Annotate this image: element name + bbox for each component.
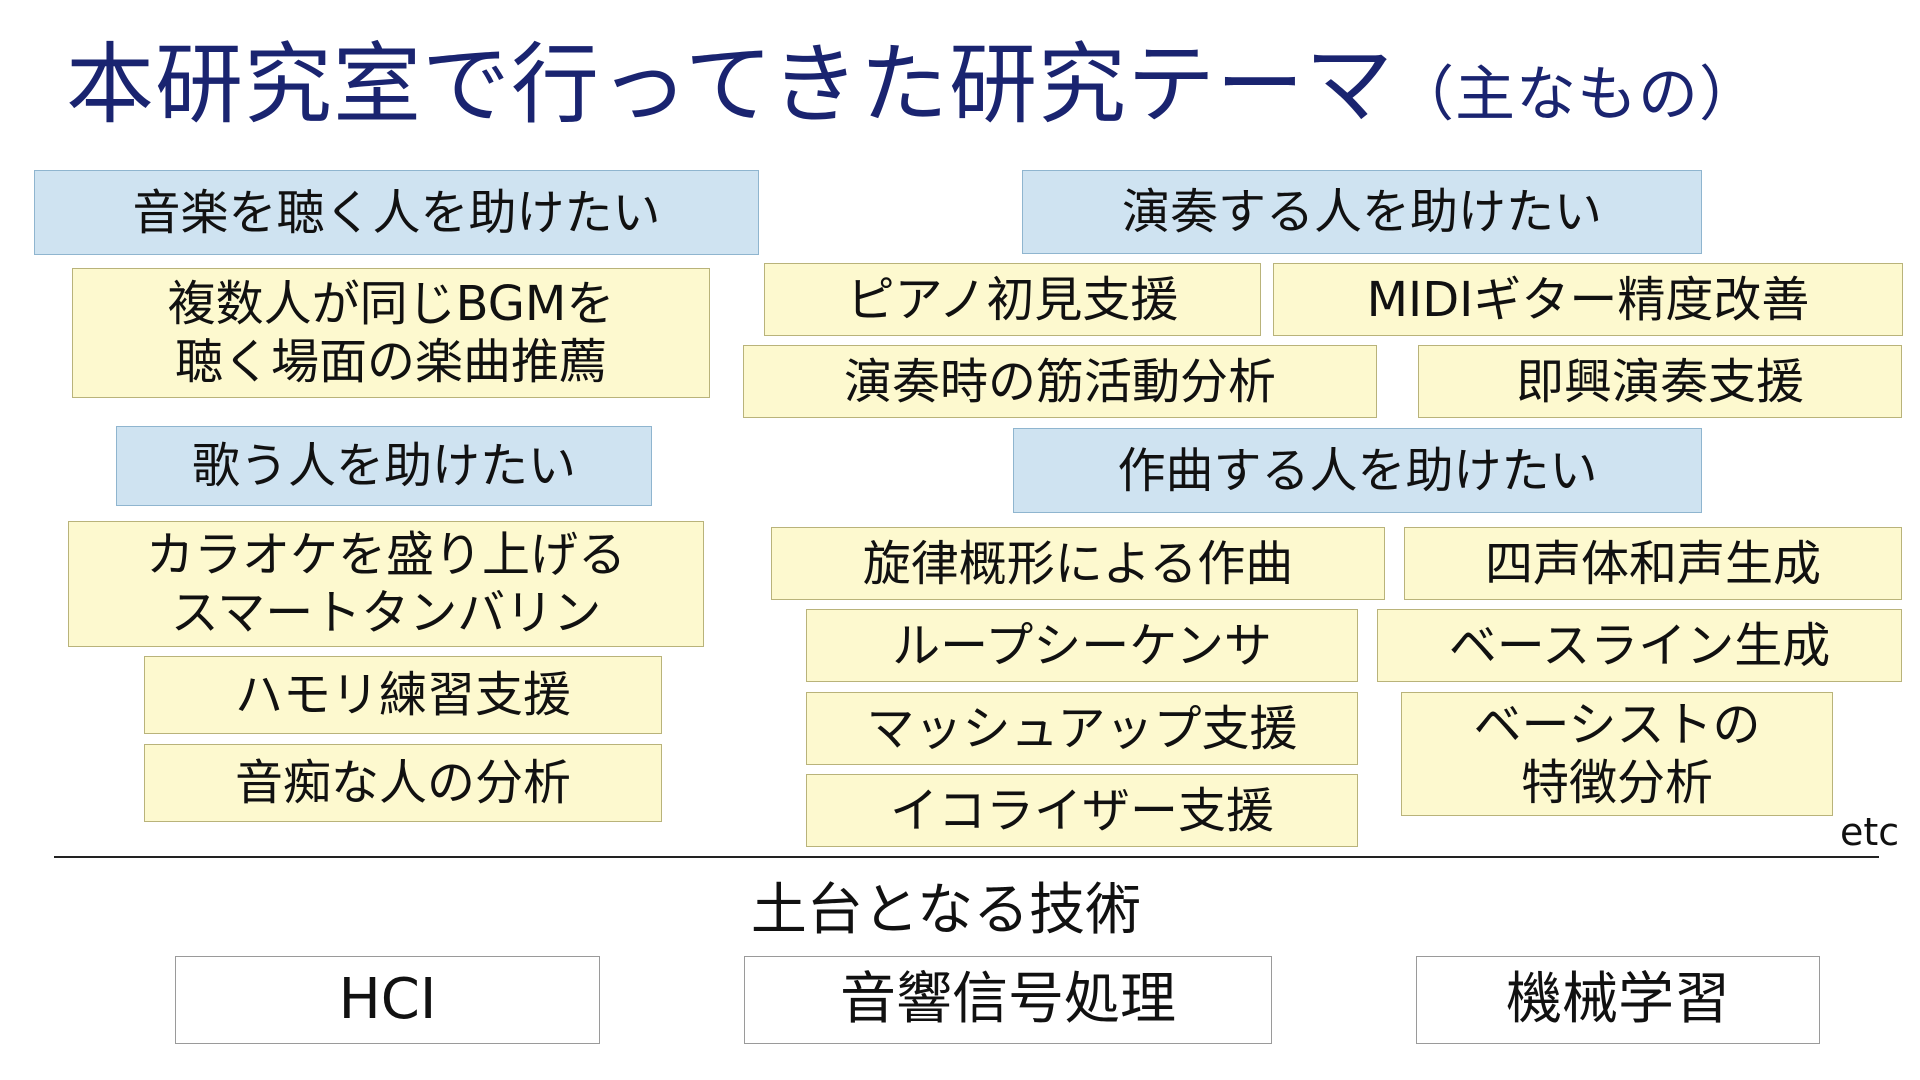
- item-midi-guitar: MIDIギター精度改善: [1273, 263, 1903, 336]
- item-bassist-analysis: ベーシストの 特徴分析: [1401, 692, 1833, 816]
- foundation-hci: HCI: [175, 956, 600, 1044]
- item-harmony-practice: ハモリ練習支援: [144, 656, 662, 734]
- item-bassist-line-2: 特徴分析: [1520, 755, 1713, 811]
- item-mashup: マッシュアップ支援: [806, 692, 1358, 765]
- item-bassline: ベースライン生成: [1377, 609, 1902, 682]
- divider-line: [54, 856, 1879, 858]
- page-title: 本研究室で行ってきた研究テーマ（主なもの）: [66, 30, 1760, 140]
- item-four-part-harmony: 四声体和声生成: [1404, 527, 1902, 600]
- item-muscle-activity: 演奏時の筋活動分析: [743, 345, 1377, 418]
- item-bgm-line-1: 複数人が同じBGMを: [167, 276, 615, 332]
- item-smart-tambourine: カラオケを盛り上げる スマートタンバリン: [68, 521, 704, 647]
- item-karaoke-line-1: カラオケを盛り上げる: [145, 527, 626, 583]
- item-equalizer: イコライザー支援: [806, 774, 1358, 847]
- etc-label: etc: [1840, 810, 1900, 854]
- item-tone-deaf-analysis: 音痴な人の分析: [144, 744, 662, 822]
- foundation-audio-signal-processing: 音響信号処理: [744, 956, 1272, 1044]
- foundation-machine-learning: 機械学習: [1416, 956, 1820, 1044]
- category-compose: 作曲する人を助けたい: [1013, 428, 1702, 513]
- item-karaoke-line-2: スマートタンバリン: [170, 585, 602, 641]
- item-bgm-line-2: 聴く場面の楽曲推薦: [174, 334, 607, 390]
- item-improvisation: 即興演奏支援: [1418, 345, 1902, 418]
- foundation-title: 土台となる技術: [750, 878, 1142, 943]
- category-sing: 歌う人を助けたい: [116, 426, 652, 506]
- page-title-sub: （主なもの）: [1393, 60, 1760, 130]
- item-bgm-recommendation: 複数人が同じBGMを 聴く場面の楽曲推薦: [72, 268, 710, 398]
- category-listen: 音楽を聴く人を助けたい: [34, 170, 759, 255]
- item-melody-shape: 旋律概形による作曲: [771, 527, 1385, 600]
- page-title-main: 本研究室で行ってきた研究テーマ: [66, 33, 1394, 136]
- item-bassist-line-1: ベーシストの: [1473, 697, 1761, 753]
- category-play: 演奏する人を助けたい: [1022, 170, 1702, 254]
- item-piano-sight-reading: ピアノ初見支援: [764, 263, 1261, 336]
- item-loop-sequencer: ループシーケンサ: [806, 609, 1358, 682]
